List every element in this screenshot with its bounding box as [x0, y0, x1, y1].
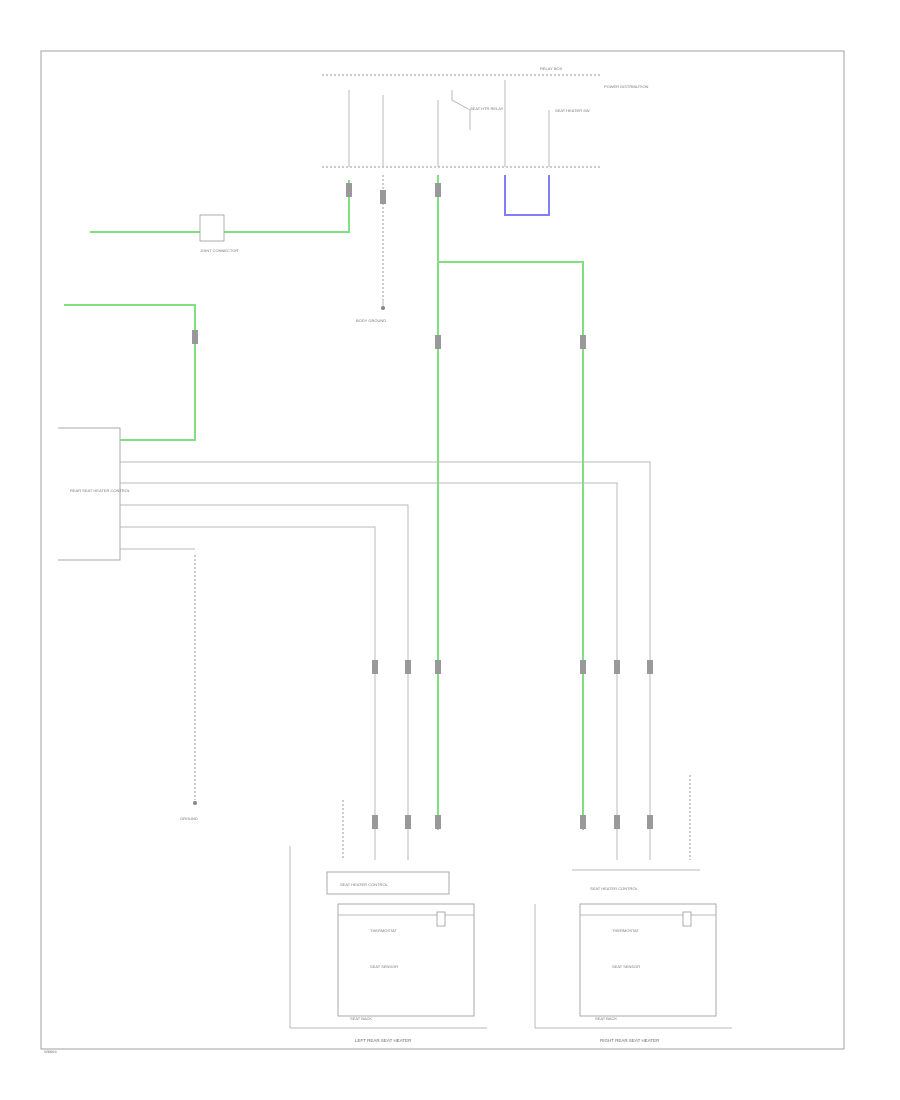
connector-block: [346, 183, 352, 197]
left-thermostat-label: THERMOSTAT: [370, 928, 398, 933]
joint-connector-label: JOINT CONNECTOR: [200, 248, 238, 253]
main-module: REAR SEAT HEATER CONTROL: [58, 427, 131, 561]
connector-block: [647, 815, 653, 829]
signal-wire-4: [120, 526, 376, 860]
green-module-feed: [64, 304, 196, 441]
connector-block: [435, 335, 441, 349]
page-frame: [40, 50, 845, 1050]
connector-block: [580, 660, 586, 674]
connector-block: [647, 660, 653, 674]
left-heater-title: LEFT REAR SEAT HEATER: [355, 1038, 412, 1043]
ground-symbol: BODY GROUND: [356, 300, 386, 323]
right-thermostat-label: THERMOSTAT: [612, 928, 640, 933]
connector-block: [435, 660, 441, 674]
ground-label: BODY GROUND: [356, 318, 386, 323]
connector-block: [372, 660, 378, 674]
left-sensor-label: SEAT SENSOR: [370, 964, 398, 969]
connector-block: [614, 660, 620, 674]
relay-box: RELAY BOX POWER DISTRIBUTION SEAT HTR RE…: [322, 66, 649, 168]
signal-wire-3: [120, 504, 409, 860]
ground-symbol-left: GROUND: [180, 801, 198, 821]
left-heater-control-label: SEAT HEATER CONTROL: [340, 882, 389, 887]
seat-switch-label: SEAT HEATER SW: [555, 108, 590, 113]
left-seat-heater: SEAT HEATER CONTROL THERMOSTAT SEAT SENS…: [289, 846, 487, 1043]
connector-block: [372, 815, 378, 829]
right-seatback-label: SEAT BACK: [595, 1016, 617, 1021]
connector-block: [380, 190, 386, 204]
connector-block: [405, 815, 411, 829]
connector-block: [435, 815, 441, 829]
right-heater-control-label: SEAT HEATER CONTROL: [590, 886, 639, 891]
connector-block: [405, 660, 411, 674]
left-seatback-label: SEAT BACK: [350, 1016, 372, 1021]
signal-wire-2: [120, 482, 618, 860]
seat-relay-label: SEAT HTR RELAY: [470, 106, 504, 111]
signal-wire-1: [120, 461, 651, 860]
relay-box-side-label: POWER DISTRIBUTION: [604, 84, 649, 89]
connector-block: [192, 330, 198, 344]
right-sensor-label: SEAT SENSOR: [612, 964, 640, 969]
main-module-label: REAR SEAT HEATER CONTROL: [70, 488, 131, 493]
footer-id: W6664: [44, 1049, 57, 1054]
inline-connector: [199, 214, 225, 242]
blue-jumper-wire: [504, 175, 550, 216]
green-feed-wire: [90, 180, 350, 233]
connector-block: [614, 815, 620, 829]
connector-block: [580, 815, 586, 829]
connector-block: [435, 183, 441, 197]
green-main-right: [438, 261, 584, 830]
right-heater-title: RIGHT REAR SEAT HEATER: [600, 1038, 660, 1043]
connector-block: [580, 335, 586, 349]
right-seat-heater: SEAT HEATER CONTROL THERMOSTAT SEAT SENS…: [534, 869, 732, 1043]
relay-box-title: RELAY BOX: [540, 66, 563, 71]
ground-label-left: GROUND: [180, 816, 198, 821]
